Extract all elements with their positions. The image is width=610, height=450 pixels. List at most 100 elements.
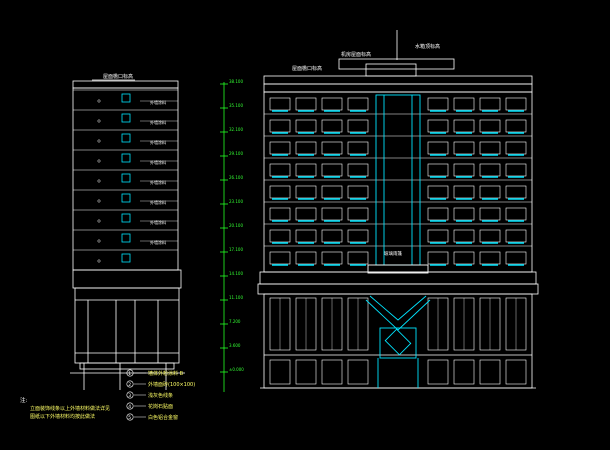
front-window	[479, 119, 501, 133]
front-window	[269, 229, 291, 243]
ground-window	[347, 359, 369, 385]
legend-number-circle	[126, 369, 134, 377]
front-window	[505, 163, 527, 177]
ground-window	[269, 359, 291, 385]
legend-number-circle	[126, 402, 134, 410]
front-window	[295, 163, 317, 177]
front-window	[321, 163, 343, 177]
side-window	[121, 173, 131, 183]
axis-tick-label: 38.100	[229, 79, 243, 84]
front-window	[427, 163, 449, 177]
front-window	[479, 163, 501, 177]
axis-tick-label: 11.100	[229, 295, 243, 300]
side-marker	[97, 159, 101, 163]
front-window	[347, 185, 369, 199]
side-window	[121, 233, 131, 243]
front-window	[347, 141, 369, 155]
side-marker	[97, 199, 101, 203]
side-floor-label: 外墙涂料	[150, 139, 166, 145]
side-floor-label: 外墙涂料	[150, 179, 166, 185]
ground-window	[321, 359, 343, 385]
axis-tick-label: 17.100	[229, 247, 243, 252]
front-window	[295, 207, 317, 221]
front-window	[347, 119, 369, 133]
front-window	[347, 251, 369, 265]
side-marker	[97, 179, 101, 183]
side-marker	[97, 239, 101, 243]
side-elevation: 屋面檐口标高	[70, 73, 185, 390]
notes-line-1: 立面装饰线条以上外墙材料做法详见	[30, 405, 110, 412]
front-window	[479, 185, 501, 199]
side-floor-label: 外墙涂料	[150, 199, 166, 205]
legend-text: 花岗石贴面	[148, 403, 173, 410]
axis-ticks: 38.10035.10032.10029.10026.10023.10020.1…	[220, 79, 244, 373]
front-roof-tag-left: 屋面檐口标高	[292, 65, 322, 72]
front-window	[427, 229, 449, 243]
front-windows	[264, 91, 532, 385]
front-window	[321, 207, 343, 221]
front-window	[453, 251, 475, 265]
axis-tick-label: 14.100	[229, 271, 243, 276]
axis-tick-label: 26.100	[229, 175, 243, 180]
front-window	[295, 97, 317, 111]
front-window	[505, 207, 527, 221]
front-window	[427, 97, 449, 111]
front-window	[505, 141, 527, 155]
front-window	[269, 141, 291, 155]
legend-text: 白色铝合金窗	[148, 414, 178, 421]
front-window	[347, 207, 369, 221]
front-window	[453, 163, 475, 177]
front-window	[295, 229, 317, 243]
front-window	[453, 141, 475, 155]
ground-window	[479, 359, 501, 385]
side-floor-label: 外墙涂料	[150, 119, 166, 125]
side-window	[121, 113, 131, 123]
front-window	[321, 229, 343, 243]
side-window	[121, 253, 131, 263]
legend-text: 外墙面砖(100×100)	[148, 381, 195, 388]
side-window	[121, 133, 131, 143]
axis-tick-label: 23.100	[229, 199, 243, 204]
front-window	[321, 97, 343, 111]
side-window	[121, 93, 131, 103]
front-window	[453, 207, 475, 221]
legend-number: 5	[128, 415, 131, 421]
glass-tower	[365, 94, 431, 388]
front-window	[427, 185, 449, 199]
front-window	[479, 251, 501, 265]
front-window	[505, 97, 527, 111]
front-window	[295, 119, 317, 133]
entrance-label: 玻璃雨篷	[384, 250, 402, 257]
front-window	[295, 185, 317, 199]
front-window	[269, 97, 291, 111]
notes-heading: 注:	[20, 396, 28, 404]
side-marker	[97, 219, 101, 223]
front-window	[453, 97, 475, 111]
front-window	[453, 229, 475, 243]
legend-number: 1	[128, 371, 131, 377]
front-window	[295, 141, 317, 155]
side-floor-label: 外墙涂料	[150, 239, 166, 245]
axis-tick-label: 35.100	[229, 103, 243, 108]
front-window	[347, 163, 369, 177]
front-roof-tag-right: 水箱顶标高	[415, 43, 440, 50]
front-window	[295, 251, 317, 265]
front-window	[505, 251, 527, 265]
front-window	[427, 251, 449, 265]
front-roof-tag-mid: 机房屋面标高	[341, 51, 371, 58]
front-window	[269, 185, 291, 199]
ground-window	[453, 359, 475, 385]
side-floor-label: 外墙涂料	[150, 219, 166, 225]
side-marker	[97, 139, 101, 143]
front-window	[269, 251, 291, 265]
front-window	[321, 141, 343, 155]
axis-tick-label: 20.100	[229, 223, 243, 228]
front-elevation	[257, 30, 539, 389]
legend-number-circle	[126, 380, 134, 388]
side-window	[121, 193, 131, 203]
notes-line-2: 图纸以下外墙材料均按此做法	[30, 413, 95, 420]
legend-text: 浅灰色线条	[148, 392, 173, 399]
